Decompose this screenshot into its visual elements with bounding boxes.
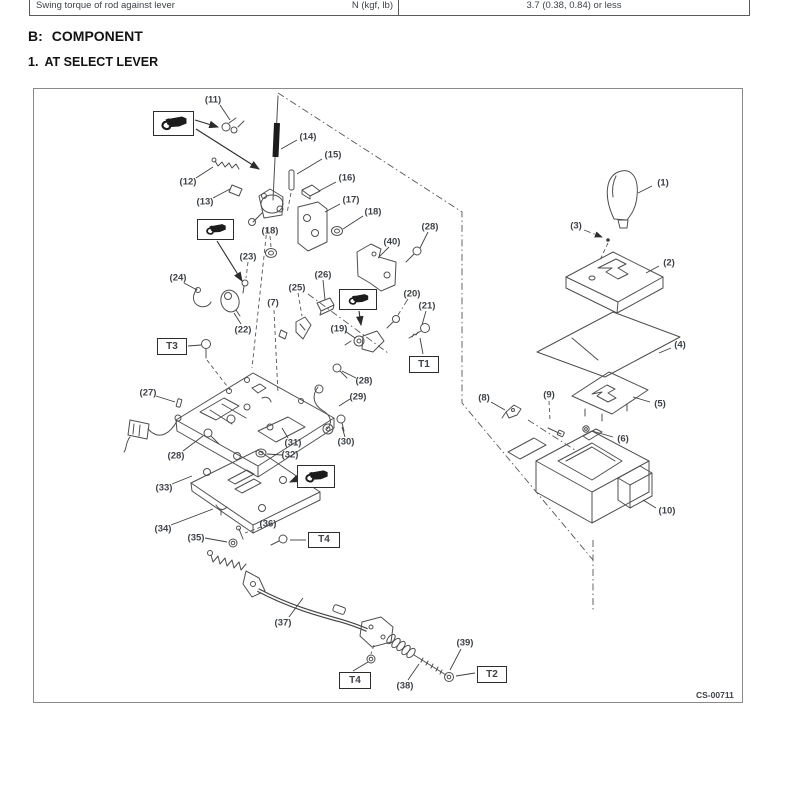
- spec-value: 3.7 (0.38, 0.84) or less: [526, 0, 622, 11]
- section-heading-prefix: B:: [28, 28, 43, 44]
- spec-item: Swing torque of rod against lever: [36, 0, 175, 11]
- section-heading-title: COMPONENT: [51, 28, 143, 44]
- subsection-heading: 1. AT SELECT LEVER: [28, 55, 158, 69]
- subsection-heading-title: AT SELECT LEVER: [44, 55, 159, 69]
- spec-item-unit-cell: Swing torque of rod against lever N (kgf…: [30, 0, 399, 15]
- subsection-heading-prefix: 1.: [28, 55, 39, 69]
- spec-value-cell: 3.7 (0.38, 0.84) or less: [399, 0, 749, 15]
- figure-frame: [33, 88, 743, 703]
- spec-unit: N (kgf, lb): [351, 0, 393, 11]
- spec-table-row: Swing torque of rod against lever N (kgf…: [29, 0, 750, 16]
- section-heading: B: COMPONENT: [28, 28, 143, 44]
